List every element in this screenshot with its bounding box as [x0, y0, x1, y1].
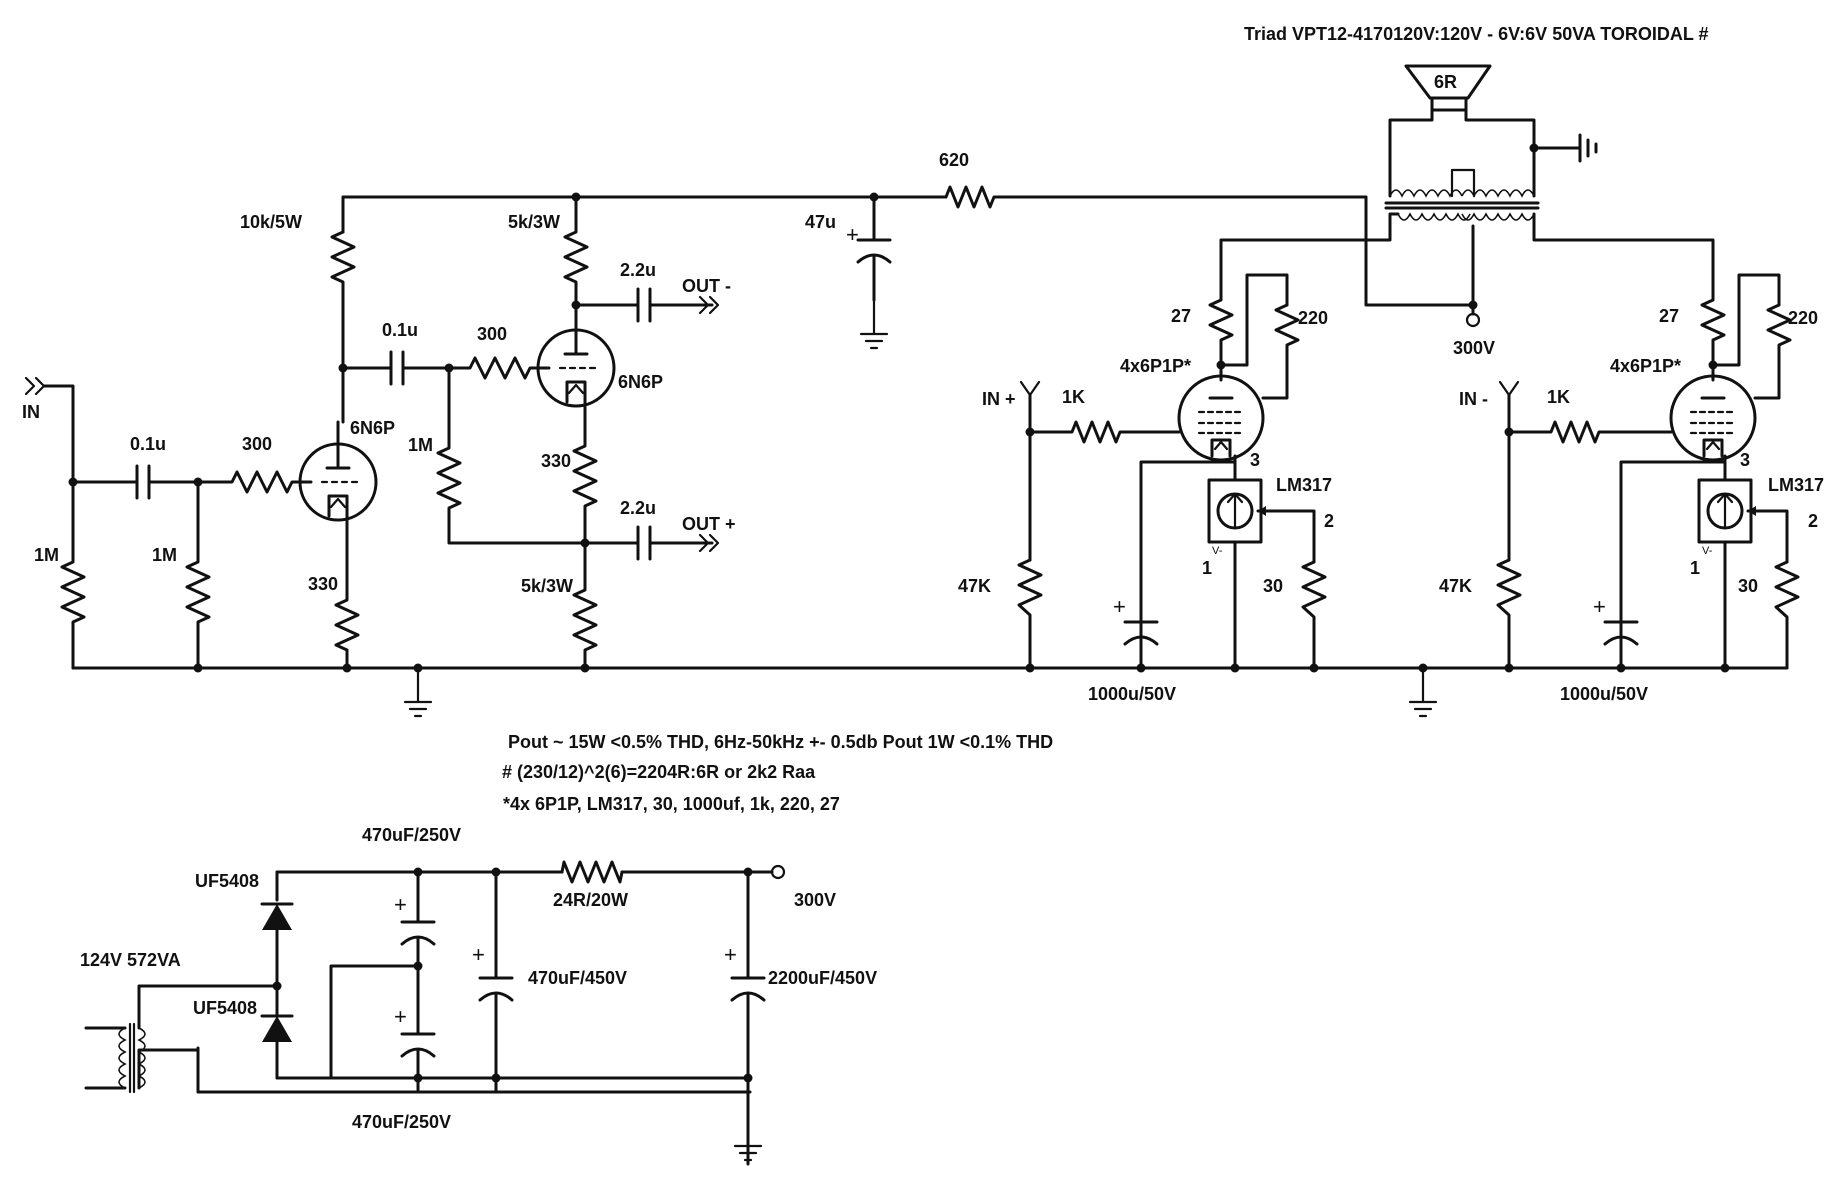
output-tube-left: [1177, 374, 1265, 462]
in-minus-connector[interactable]: [1498, 380, 1520, 562]
polarity-plus: +: [472, 942, 485, 967]
note-line: Pout ~ 15W <0.5% THD, 6Hz-50kHz +- 0.5db…: [508, 732, 1053, 752]
pin-label: 3: [1250, 450, 1260, 470]
psu-label: 24R/20W: [553, 890, 628, 910]
capacitor-label: 0.1u: [382, 320, 418, 340]
resistor-label: 1M: [408, 435, 433, 455]
capacitor-label: 1000u/50V: [1088, 684, 1176, 704]
psu-label: 124V 572VA: [80, 950, 181, 970]
in-minus-label: IN -: [1459, 389, 1488, 409]
resistor-label: 300: [242, 434, 272, 454]
psu-label: 470uF/250V: [352, 1112, 451, 1132]
capacitor-label: 2.2u: [620, 498, 656, 518]
input-connector[interactable]: [24, 376, 75, 484]
b-plus-label: 300V: [1453, 338, 1495, 358]
psu-label: 470uF/250V: [362, 825, 461, 845]
resistor-label: 27: [1171, 306, 1191, 326]
resistor-label: 330: [541, 451, 571, 471]
power-supply: [84, 860, 786, 1166]
output-label[interactable]: OUT +: [682, 514, 736, 534]
pin-label: V-: [1702, 545, 1713, 557]
capacitor-label: 0.1u: [130, 434, 166, 454]
psu-label: 2200uF/450V: [768, 968, 877, 988]
resistor-label: 30: [1263, 576, 1283, 596]
tube-label: 6N6P: [350, 418, 395, 438]
resistor-label: 10k/5W: [240, 212, 302, 232]
resistor-label: 27: [1659, 306, 1679, 326]
polarity-plus: +: [724, 942, 737, 967]
pin-label: 2: [1808, 511, 1818, 531]
psu-label: 470uF/450V: [528, 968, 627, 988]
input-label: IN: [22, 402, 40, 422]
in-plus-connector[interactable]: [1019, 380, 1041, 562]
resistor-label: 1M: [34, 545, 59, 565]
polarity-plus: +: [846, 222, 859, 247]
pin-label: 2: [1324, 511, 1334, 531]
resistor-label: 220: [1298, 308, 1328, 328]
tube-label: 4x6P1P*: [1610, 356, 1681, 376]
capacitor-label: 2.2u: [620, 260, 656, 280]
resistor-label: 330: [308, 574, 338, 594]
tube-v2: [536, 306, 616, 408]
capacitor-label: 47u: [805, 212, 836, 232]
output-label[interactable]: OUT -: [682, 276, 731, 296]
tube-label: 4x6P1P*: [1120, 356, 1191, 376]
resistor-label: 620: [939, 150, 969, 170]
note-line: *4x 6P1P, LM317, 30, 1000uf, 1k, 220, 27: [503, 794, 840, 814]
psu-label: UF5408: [195, 871, 259, 891]
capacitor-label: 1000u/50V: [1560, 684, 1648, 704]
tube-label: 6N6P: [618, 372, 663, 392]
resistor-label: 47K: [958, 576, 991, 596]
note-line: # (230/12)^2(6)=2204R:6R or 2k2 Raa: [502, 762, 816, 782]
resistor-label: 1M: [152, 545, 177, 565]
transformer-spec-title: Triad VPT12-4170120V:120V - 6V:6V 50VA T…: [1244, 24, 1709, 44]
pin-label: 1: [1690, 558, 1700, 578]
resistor-label: 220: [1788, 308, 1818, 328]
pin-label: 3: [1740, 450, 1750, 470]
polarity-plus: +: [1593, 594, 1606, 619]
psu-label: UF5408: [193, 998, 257, 1018]
resistor-label: 1K: [1062, 387, 1085, 407]
resistor-label: 5k/3W: [508, 212, 560, 232]
speaker-label: 6R: [1434, 72, 1457, 92]
junction-dots: [68, 192, 1730, 673]
resistor-label: 300: [477, 324, 507, 344]
polarity-plus: +: [1113, 594, 1126, 619]
polarity-plus: +: [394, 1004, 407, 1029]
pin-label: 1: [1202, 558, 1212, 578]
speaker-icon: [1388, 64, 1536, 150]
pin-label: V-: [1212, 545, 1223, 557]
resistor-label: 47K: [1439, 576, 1472, 596]
output-tube-right: [1669, 374, 1757, 462]
regulator-label: LM317: [1276, 475, 1332, 495]
resistor-label: 30: [1738, 576, 1758, 596]
resistor-label: 5k/3W: [521, 576, 573, 596]
output-transformer: [1219, 146, 1715, 307]
resistor-label: 1K: [1547, 387, 1570, 407]
in-plus-label: IN +: [982, 389, 1016, 409]
regulator-label: LM317: [1768, 475, 1824, 495]
polarity-plus: +: [394, 892, 407, 917]
psu-label: 300V: [794, 890, 836, 910]
